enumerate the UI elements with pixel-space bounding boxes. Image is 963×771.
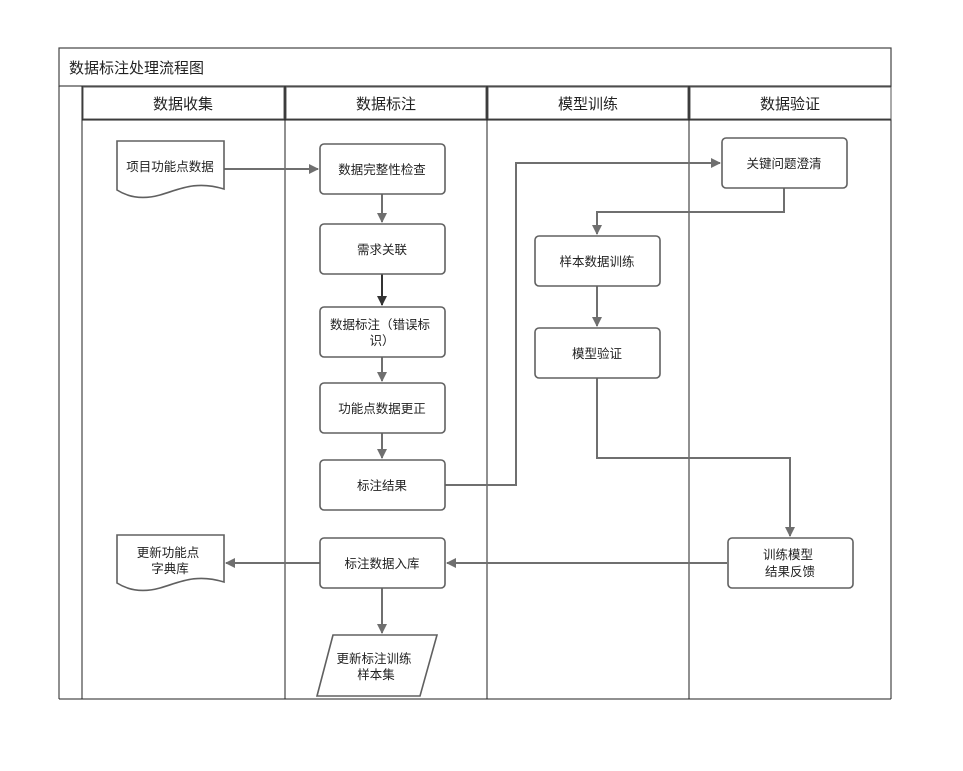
- node-sample-data-training: 样本数据训练: [534, 235, 661, 287]
- edges: [224, 158, 795, 634]
- node-data-annotation: 数据标注（错误标 识）: [319, 306, 446, 358]
- node-update-training-sample-set: 更新标注训练 样本集: [315, 634, 439, 697]
- title-bar: 数据标注处理流程图: [58, 47, 892, 87]
- svg-text:标注数据入库: 标注数据入库: [344, 556, 419, 571]
- node-label: 功能点数据更正: [338, 401, 426, 416]
- node-label: 需求关联: [357, 242, 408, 257]
- edge-result-to-clarify: [445, 158, 721, 486]
- svg-text:功能点数据更正: 功能点数据更正: [338, 401, 426, 416]
- edge-clarify-to-training: [592, 188, 785, 235]
- swimlane-grid: [58, 86, 892, 700]
- node-annotation-data-storage: 标注数据入库: [319, 537, 446, 589]
- lane-header-data-annotation: 数据标注: [285, 86, 487, 120]
- node-model-validation: 模型验证: [534, 327, 661, 379]
- svg-text:模型验证: 模型验证: [572, 346, 623, 361]
- node-project-function-data: 项目功能点数据: [116, 140, 225, 199]
- svg-text:标注结果: 标注结果: [357, 478, 408, 493]
- node-label: 样本数据训练: [559, 254, 635, 269]
- svg-text:更新功能点 字典库: 更新功能点 字典库: [137, 545, 204, 576]
- diagram-title: 数据标注处理流程图: [69, 59, 204, 77]
- node-requirement-link: 需求关联: [319, 223, 446, 275]
- node-training-result-feedback: 训练模型 结果反馈: [727, 537, 854, 589]
- lane-label-data-annotation: 数据标注: [356, 95, 416, 113]
- svg-text:数据标注（错误标 识）: 数据标注（错误标 识）: [330, 317, 434, 348]
- node-label-line-1: 更新标注训练: [337, 651, 413, 666]
- node-annotation-result: 标注结果: [319, 459, 446, 511]
- lane-label-model-training: 模型训练: [558, 95, 618, 113]
- lane-header-model-training: 模型训练: [487, 86, 689, 120]
- node-label-line-1: 训练模型: [763, 547, 813, 562]
- node-label-line-2: 识）: [369, 333, 394, 348]
- svg-text:更新标注训练 样本集: 更新标注训练 样本集: [337, 651, 416, 682]
- lane-label-data-validation: 数据验证: [760, 95, 820, 113]
- lane-header-data-validation: 数据验证: [689, 86, 892, 120]
- node-label-line-2: 结果反馈: [765, 564, 815, 579]
- node-label: 模型验证: [572, 346, 623, 361]
- node-label-line-2: 样本集: [357, 667, 395, 682]
- node-label: 标注数据入库: [344, 556, 419, 571]
- node-data-integrity-check: 数据完整性检查: [319, 143, 446, 195]
- node-key-issue-clarify: 关键问题澄清: [721, 137, 848, 189]
- node-label-line-1: 更新功能点: [137, 545, 200, 560]
- node-label: 标注结果: [357, 478, 408, 493]
- lane-label-data-collection: 数据收集: [153, 95, 213, 113]
- svg-text:关键问题澄清: 关键问题澄清: [746, 156, 821, 171]
- svg-text:需求关联: 需求关联: [357, 242, 408, 257]
- svg-text:样本数据训练: 样本数据训练: [559, 254, 635, 269]
- node-label: 关键问题澄清: [746, 156, 821, 171]
- lane-header-data-collection: 数据收集: [82, 86, 285, 120]
- node-label: 项目功能点数据: [126, 159, 214, 174]
- node-update-function-dictionary: 更新功能点 字典库: [116, 534, 225, 592]
- edge-validation-to-feedback: [596, 378, 795, 537]
- node-label-line-1: 数据标注（错误标: [330, 317, 430, 332]
- svg-text:训练模型 结果反馈: 训练模型 结果反馈: [763, 547, 817, 579]
- node-function-data-correction: 功能点数据更正: [319, 382, 446, 434]
- node-label: 数据完整性检查: [338, 162, 426, 177]
- node-label-line-2: 字典库: [151, 561, 189, 576]
